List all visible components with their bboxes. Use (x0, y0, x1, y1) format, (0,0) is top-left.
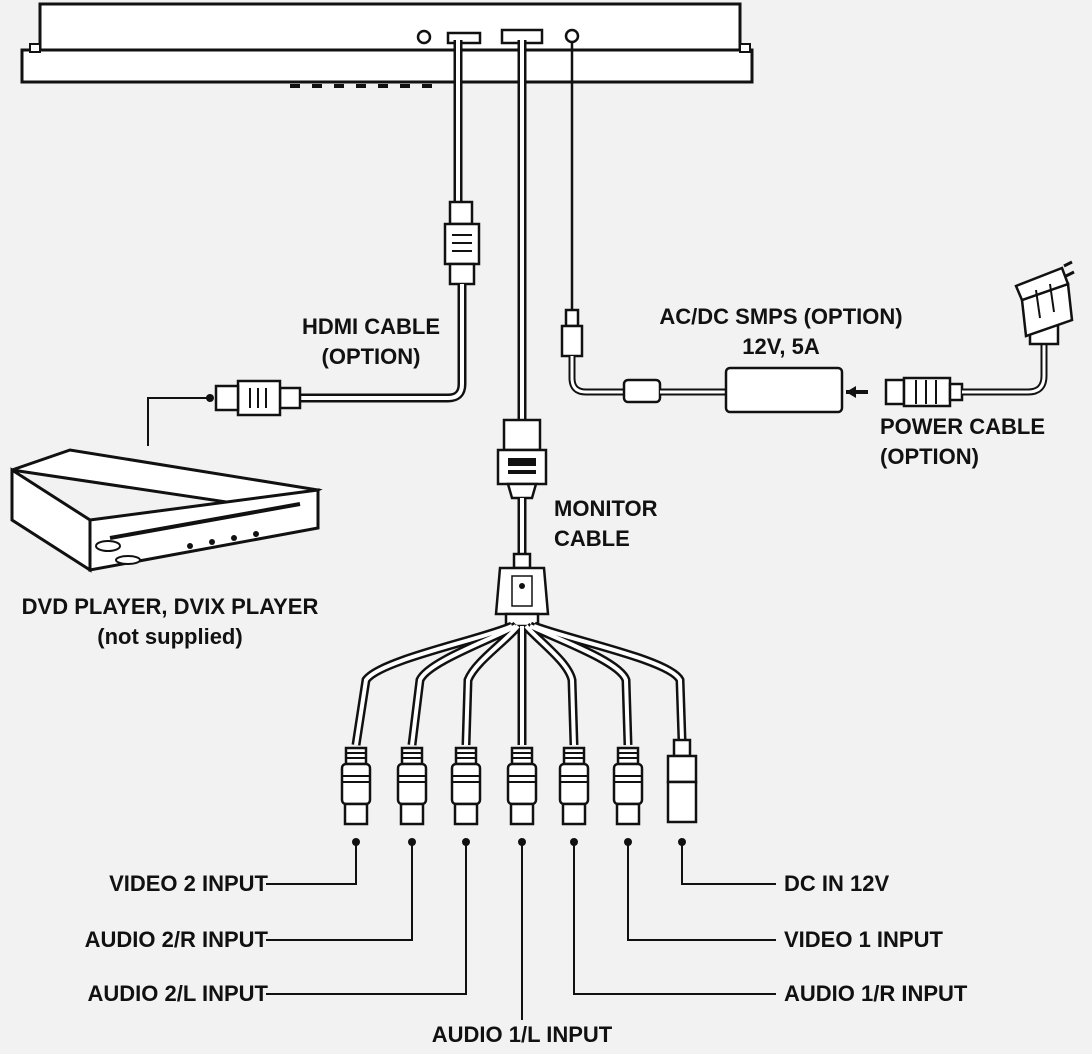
monitor-cable-label-line2: CABLE (554, 526, 630, 551)
dc-jack-connector (666, 738, 698, 824)
audio1r-input-label: AUDIO 1/R INPUT (784, 981, 968, 1006)
monitor (20, 2, 754, 88)
audio2r-input-label: AUDIO 2/R INPUT (84, 927, 268, 952)
dvd-player (10, 448, 323, 573)
rca-connector-video2 (340, 746, 372, 826)
audio2l-input-label: AUDIO 2/L INPUT (87, 981, 268, 1006)
hdmi-cable (147, 40, 481, 446)
monitor-cable-label-line1: MONITOR (554, 496, 658, 521)
audio1l-input-label: AUDIO 1/L INPUT (431, 1022, 613, 1047)
dvd-player-label-line1: DVD PLAYER, DVIX PLAYER (21, 594, 319, 619)
smps-adapter (724, 366, 868, 414)
rca-connector-audio2r (396, 746, 428, 826)
power-cable-label-line1: POWER CABLE (880, 414, 1045, 439)
hdmi-cable-label: HDMI CABLE (OPTION) (296, 312, 446, 372)
hdmi-cable-label-line2: (OPTION) (321, 344, 421, 369)
monitor-cable-label: MONITOR CABLE (554, 494, 657, 554)
video1-input-label: VIDEO 1 INPUT (784, 927, 943, 952)
hdmi-cable-label-line1: HDMI CABLE (301, 314, 441, 339)
smps-label-line2: 12V, 5A (742, 334, 820, 359)
smps-label-line1: AC/DC SMPS (OPTION) (659, 304, 903, 329)
video2-input-label: VIDEO 2 INPUT (109, 871, 268, 896)
leader-lines (266, 842, 776, 1020)
power-cable-label: POWER CABLE (OPTION) (880, 412, 1045, 472)
rca-connector-audio1l (506, 746, 538, 826)
breakout-wires (351, 621, 687, 746)
dc-in-label: DC IN 12V (784, 871, 890, 896)
dvd-player-label: DVD PLAYER, DVIX PLAYER (not supplied) (0, 592, 340, 652)
monitor-cable (494, 40, 550, 628)
rca-connector-audio2l (450, 746, 482, 826)
power-line (560, 42, 726, 404)
rca-connector-video1 (612, 746, 644, 826)
power-cable-label-line2: (OPTION) (880, 444, 979, 469)
leader-dots (352, 838, 686, 846)
rca-connector-audio1r (558, 746, 590, 826)
dvd-player-label-line2: (not supplied) (97, 624, 243, 649)
smps-label: AC/DC SMPS (OPTION) 12V, 5A (636, 302, 926, 362)
power-cable (884, 260, 1075, 408)
